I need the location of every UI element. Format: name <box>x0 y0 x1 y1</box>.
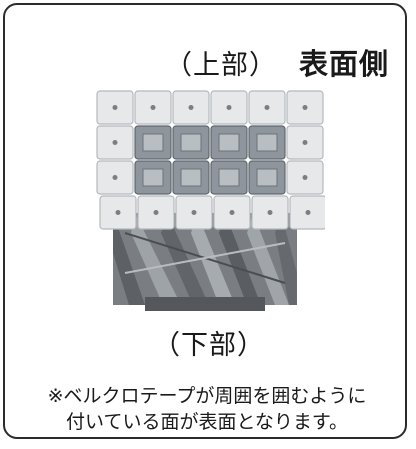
note-line-2: 付いている面が表面となります。 <box>66 411 348 433</box>
tile-rivet <box>229 210 235 215</box>
tile-rivet <box>153 210 159 215</box>
tile-grid <box>96 90 325 230</box>
tile-rivet <box>305 210 311 215</box>
tile-square-inset <box>180 168 202 187</box>
tile-square-inset <box>142 168 164 187</box>
bottom-label: （下部） <box>153 330 265 361</box>
tile-rivet <box>267 210 273 215</box>
tile-rivet <box>115 210 121 215</box>
product-photo <box>96 90 325 311</box>
note-line-1: ※ベルクロテープが周囲を囲むように <box>47 385 367 407</box>
tile-square-inset <box>142 133 164 152</box>
tile-rivet <box>302 140 308 145</box>
tile-square-inset <box>218 133 240 152</box>
tile-rivet <box>112 105 118 110</box>
tile-square-inset <box>218 168 240 187</box>
top-label: （上部） <box>165 50 277 81</box>
tile-rivet <box>150 105 156 110</box>
tile-rivet <box>112 175 118 180</box>
tile-rivet <box>226 105 232 110</box>
tile-square-inset <box>256 133 278 152</box>
tile-rivet <box>112 140 118 145</box>
tile-rivet <box>264 105 270 110</box>
tile-square-inset <box>180 133 202 152</box>
tile-rivet <box>302 175 308 180</box>
tile-square-inset <box>256 168 278 187</box>
tile-rivet <box>188 105 194 110</box>
tile-rivet <box>302 105 308 110</box>
tile-rivet <box>191 210 197 215</box>
face-side-label: 表面側 <box>299 47 390 81</box>
product-card: （上部） 表面側 （下部） ※ベルクロテープが周囲を囲むように 付いている面が表… <box>3 3 407 439</box>
